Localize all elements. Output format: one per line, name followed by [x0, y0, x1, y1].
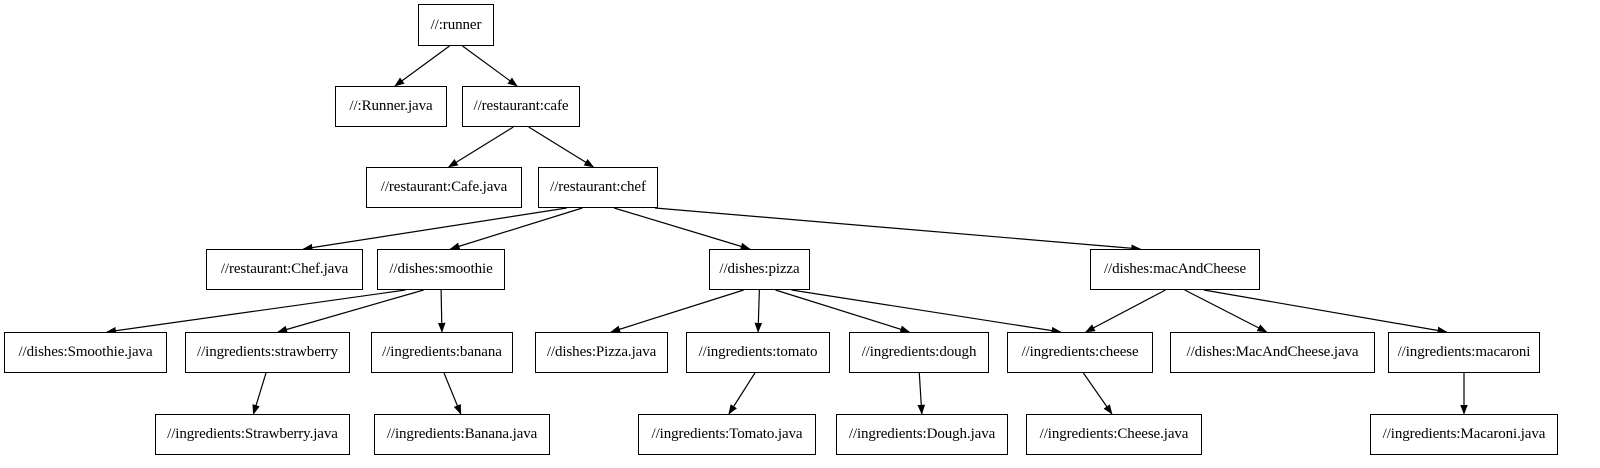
graph-node-label: //dishes:pizza [719, 261, 800, 277]
graph-node-label: //ingredients:dough [861, 344, 977, 360]
graph-node-tomato_java[interactable]: //ingredients:Tomato.java [638, 414, 816, 455]
graph-node-cheese_java[interactable]: //ingredients:Cheese.java [1026, 414, 1202, 455]
graph-node-label: //ingredients:strawberry [197, 344, 338, 360]
graph-node-label: //ingredients:tomato [698, 344, 818, 360]
graph-node-label: //:runner [430, 16, 482, 33]
graph-node-label: //ingredients:Tomato.java [651, 426, 803, 442]
graph-node-pizza_java[interactable]: //dishes:Pizza.java [535, 332, 668, 373]
graph-node-label: //restaurant:Chef.java [220, 261, 349, 277]
graph-node-chef_java[interactable]: //restaurant:Chef.java [206, 249, 363, 290]
graph-node-label: //dishes:macAndCheese [1103, 261, 1247, 277]
graph-node-macandcheese_java[interactable]: //dishes:MacAndCheese.java [1170, 332, 1375, 373]
graph-node-label: //dishes:MacAndCheese.java [1186, 344, 1359, 360]
graph-node-banana_java[interactable]: //ingredients:Banana.java [374, 414, 550, 455]
graph-node-label: //ingredients:macaroni [1397, 344, 1531, 360]
graph-node-runner[interactable]: //:runner [418, 4, 494, 46]
graph-node-smoothie_java[interactable]: //dishes:Smoothie.java [4, 332, 167, 373]
graph-node-label: //ingredients:cheese [1021, 344, 1139, 360]
graph-node-strawberry_java[interactable]: //ingredients:Strawberry.java [155, 414, 350, 455]
graph-node-label: //ingredients:Cheese.java [1039, 426, 1189, 442]
graph-node-runner_java[interactable]: //:Runner.java [335, 86, 447, 127]
graph-node-label: //dishes:smoothie [389, 261, 493, 277]
graph-node-label: //dishes:Smoothie.java [18, 344, 153, 360]
graph-node-restaurant_cafe[interactable]: //restaurant:cafe [462, 86, 580, 127]
graph-node-ing_strawberry[interactable]: //ingredients:strawberry [185, 332, 350, 373]
graph-node-dough_java[interactable]: //ingredients:Dough.java [836, 414, 1008, 455]
graph-node-cafe_java[interactable]: //restaurant:Cafe.java [366, 167, 522, 208]
graph-node-ing_tomato[interactable]: //ingredients:tomato [686, 332, 830, 373]
graph-node-label: //restaurant:Cafe.java [380, 179, 508, 195]
graph-node-label: //ingredients:banana [382, 344, 502, 360]
graph-node-label: //restaurant:cafe [473, 98, 569, 114]
graph-node-restaurant_chef[interactable]: //restaurant:chef [538, 167, 658, 208]
graph-node-label: //ingredients:Banana.java [386, 426, 538, 442]
graph-node-label: //:Runner.java [349, 98, 433, 114]
graph-node-ing_dough[interactable]: //ingredients:dough [849, 332, 989, 373]
graph-node-label: //ingredients:Strawberry.java [167, 426, 338, 442]
graph-node-ing_banana[interactable]: //ingredients:banana [371, 332, 513, 373]
graph-node-dishes_smoothie[interactable]: //dishes:smoothie [377, 249, 505, 290]
graph-node-macaroni_java[interactable]: //ingredients:Macaroni.java [1370, 414, 1558, 455]
graph-node-label: //dishes:Pizza.java [546, 344, 657, 360]
graph-node-dishes_pizza[interactable]: //dishes:pizza [709, 249, 810, 290]
graph-node-label: //ingredients:Dough.java [848, 426, 996, 442]
graph-node-ing_macaroni[interactable]: //ingredients:macaroni [1388, 332, 1540, 373]
graph-node-label: //restaurant:chef [550, 179, 646, 195]
graph-node-ing_cheese[interactable]: //ingredients:cheese [1007, 332, 1153, 373]
graph-node-dishes_macandchs[interactable]: //dishes:macAndCheese [1090, 249, 1260, 290]
graph-node-label: //ingredients:Macaroni.java [1382, 426, 1546, 442]
